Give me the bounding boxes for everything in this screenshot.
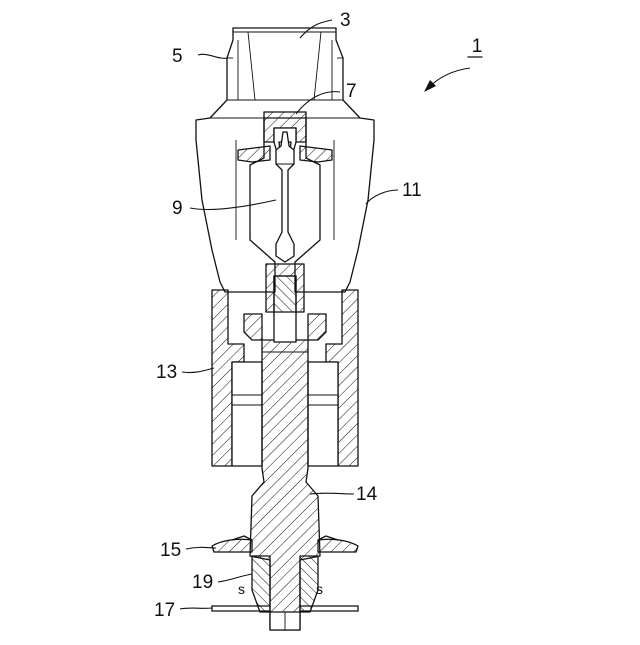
- label-11: 11: [402, 180, 422, 201]
- label-5: 5: [172, 46, 183, 67]
- assembly-label: 1: [472, 36, 483, 57]
- label-3: 3: [340, 10, 351, 31]
- label-gap-left: s: [238, 581, 245, 597]
- label-gap-right: s: [316, 581, 323, 597]
- label-19: 19: [192, 572, 213, 593]
- label-13: 13: [156, 362, 177, 383]
- label-9: 9: [172, 198, 183, 219]
- valve-needle-part: [276, 132, 294, 262]
- label-15: 15: [160, 540, 181, 561]
- label-7: 7: [346, 81, 357, 102]
- label-14: 14: [356, 484, 378, 505]
- label-17: 17: [154, 600, 175, 621]
- inner-plug-part: [266, 264, 304, 314]
